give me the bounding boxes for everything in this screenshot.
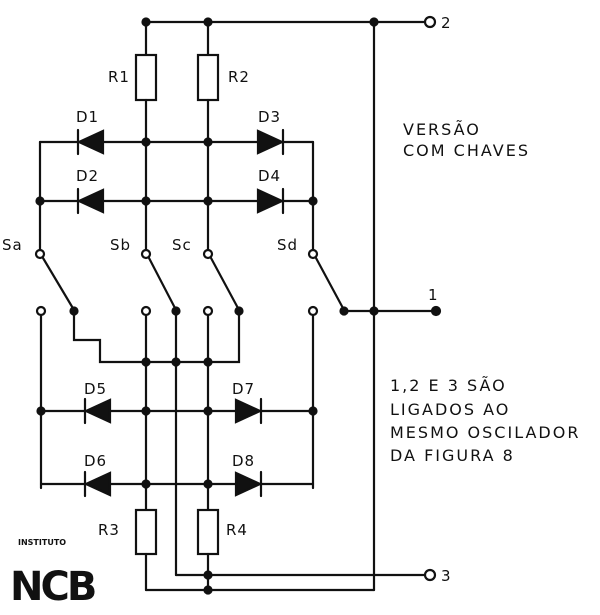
resistor-r1	[134, 53, 158, 102]
label-d2: D2	[76, 167, 99, 185]
institute-logo: INSTITUTO NCB	[10, 538, 98, 610]
diode-d1	[76, 128, 105, 156]
resistor-r2	[196, 53, 220, 102]
label-d4: D4	[258, 167, 281, 185]
switch-sd	[307, 248, 346, 317]
note-connect-line4: DA FIGURA 8	[390, 446, 515, 465]
label-sa: Sa	[2, 236, 23, 254]
diode-d5	[83, 397, 112, 425]
note-connect-line2: LIGADOS AO	[390, 400, 510, 419]
diode-d8	[234, 470, 263, 498]
switch-sa	[34, 248, 76, 317]
diode-d3	[256, 128, 285, 156]
logo-small-text: INSTITUTO	[18, 538, 66, 547]
label-sc: Sc	[172, 236, 192, 254]
note-connect-line3: MESMO OSCILADOR	[390, 423, 580, 442]
label-sd: Sd	[277, 236, 298, 254]
terminal-3	[423, 568, 437, 582]
diode-d7	[234, 397, 263, 425]
label-d6: D6	[84, 452, 107, 470]
note-version-line2: COM CHAVES	[403, 141, 530, 160]
label-d1: D1	[76, 108, 99, 126]
logo-big-text: NCB	[10, 564, 95, 610]
wire-upper-verticals	[38, 98, 315, 252]
label-d3: D3	[258, 108, 281, 126]
wire-bottom-bus	[144, 552, 427, 592]
label-terminal-1: 1	[428, 286, 439, 304]
switch-sb	[140, 248, 178, 317]
diode-d2	[76, 187, 105, 215]
label-terminal-2: 2	[441, 14, 452, 32]
junction-dots	[35, 17, 379, 595]
label-d7: D7	[232, 380, 255, 398]
wire-switch-links	[69, 306, 435, 577]
label-r2: R2	[228, 68, 250, 86]
label-r1: R1	[108, 68, 130, 86]
label-r4: R4	[226, 521, 248, 539]
label-d8: D8	[232, 452, 255, 470]
terminal-1	[430, 305, 442, 317]
resistor-r4	[196, 508, 220, 556]
terminal-2	[423, 15, 437, 29]
note-version-line1: VERSÃO	[403, 120, 481, 139]
label-d5: D5	[84, 380, 107, 398]
diode-d6	[83, 470, 112, 498]
diode-d4	[256, 187, 285, 215]
wire-top-bus	[144, 20, 427, 592]
label-sb: Sb	[110, 236, 131, 254]
label-terminal-3: 3	[441, 567, 452, 585]
label-r3: R3	[98, 521, 120, 539]
note-connect-line1: 1,2 E 3 SÃO	[390, 376, 507, 395]
switch-sc	[202, 248, 241, 317]
resistor-r3	[134, 508, 158, 556]
